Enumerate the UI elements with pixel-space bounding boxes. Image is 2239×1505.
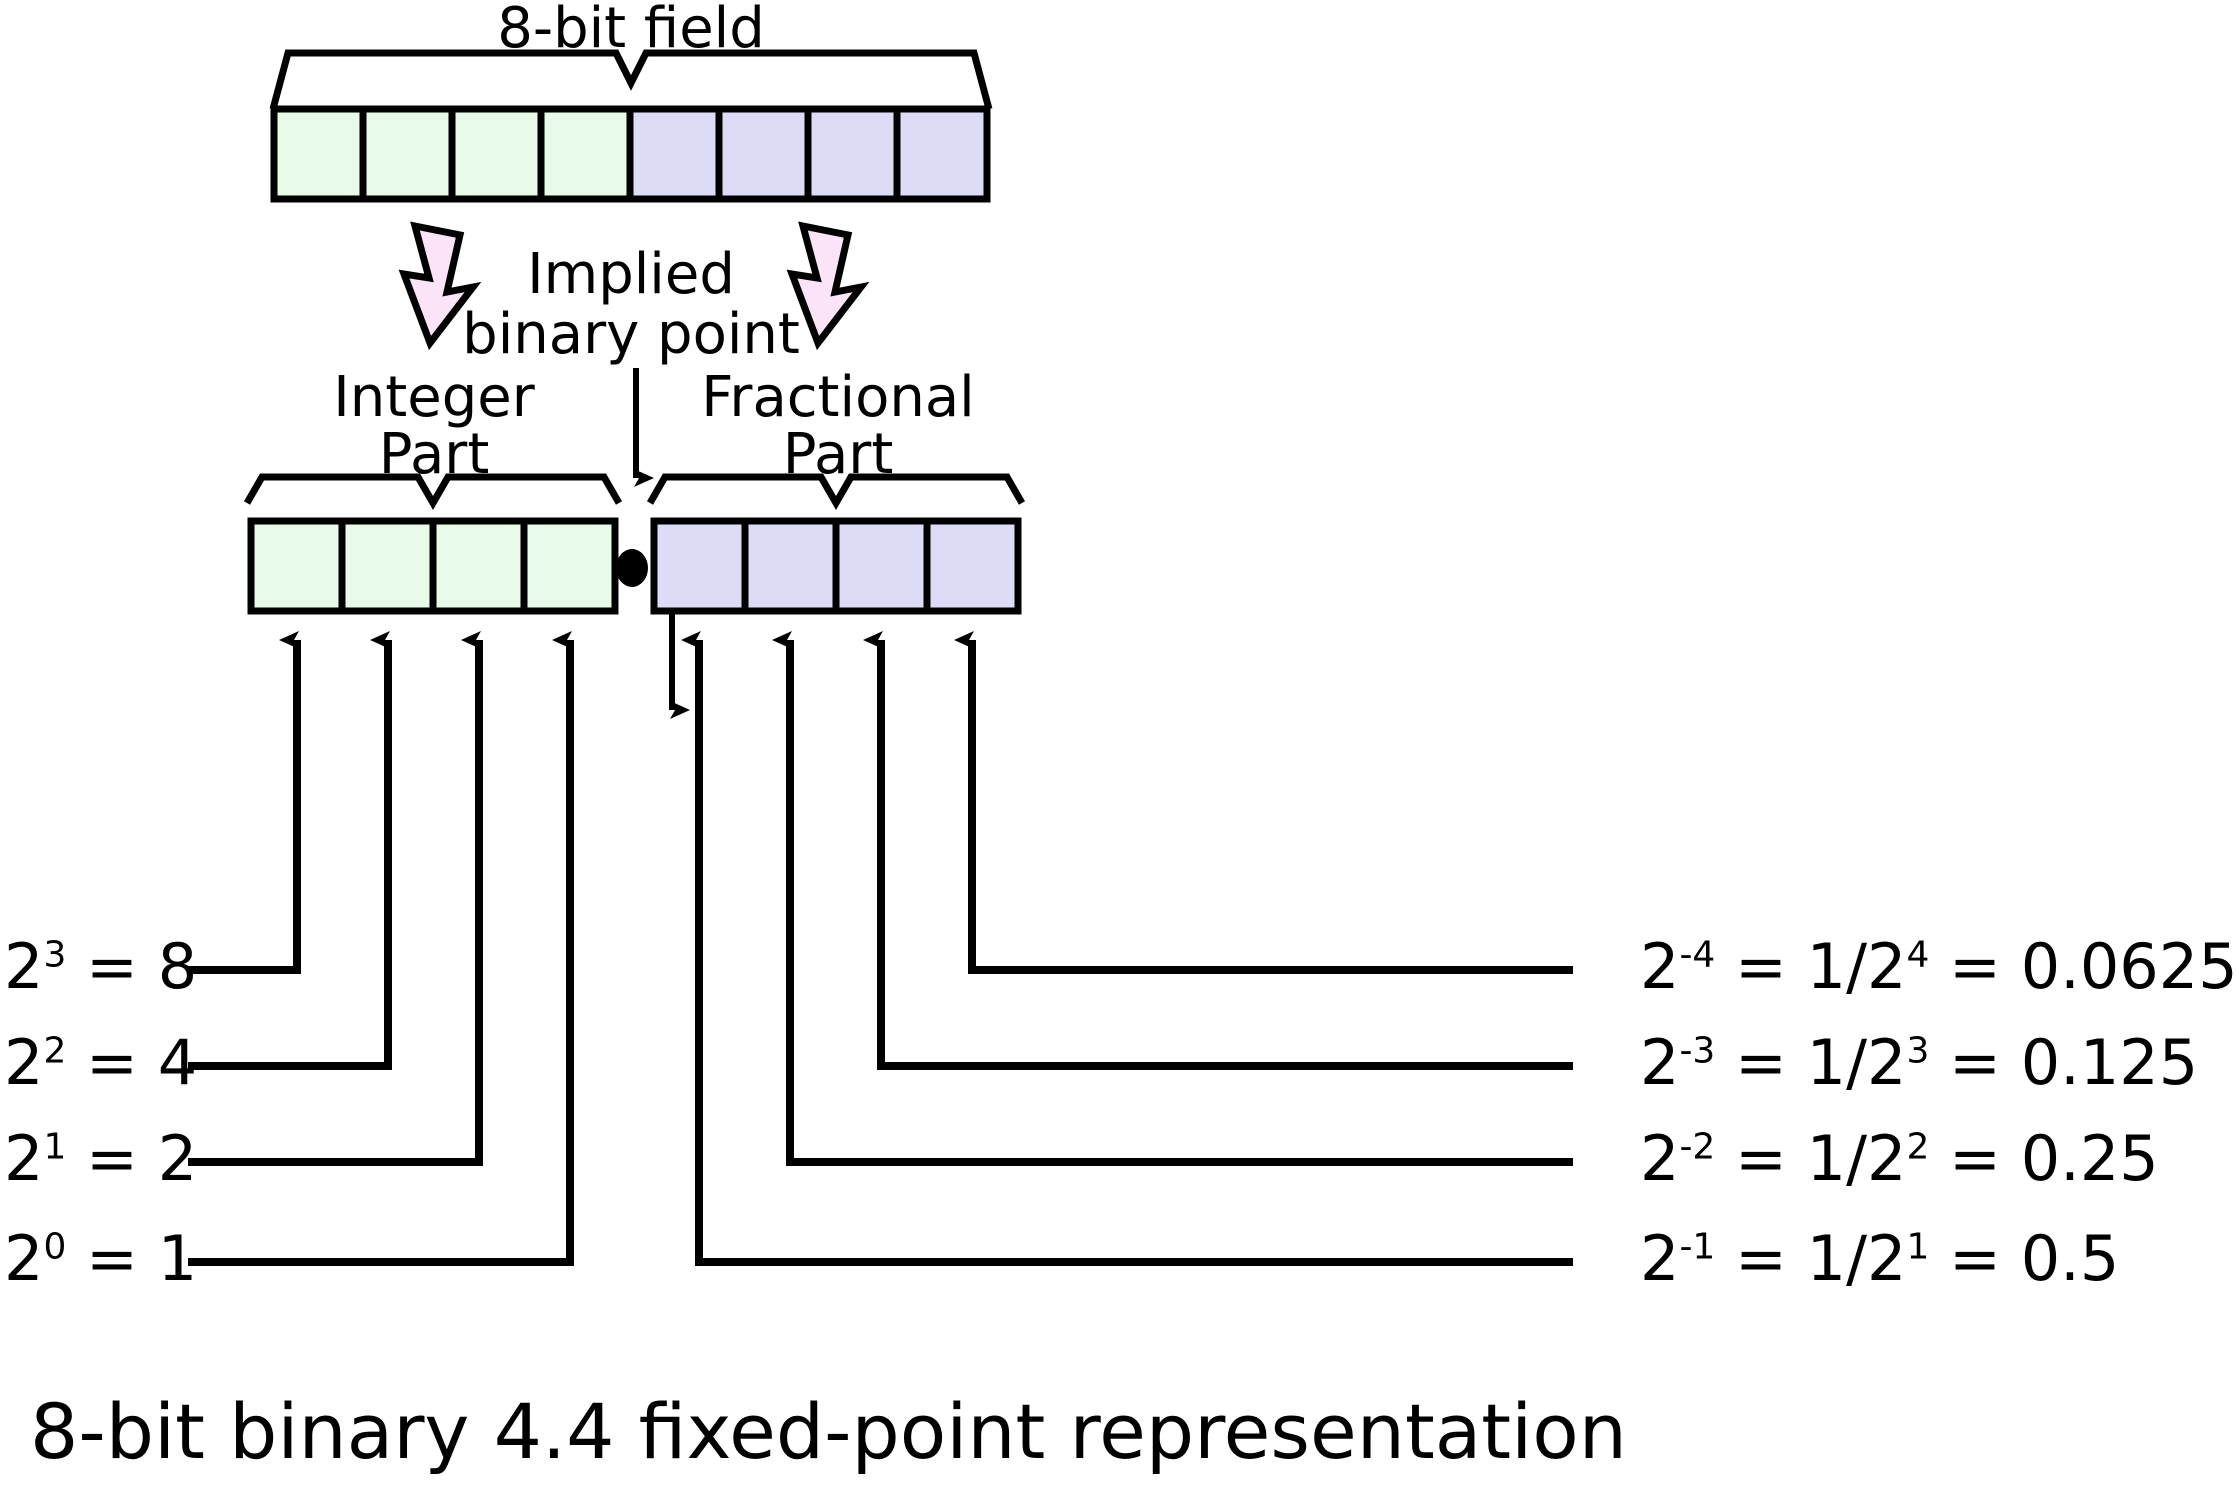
weight-frac-2-exp2: 2 [1906, 1126, 1930, 1168]
weight-frac-0-base: 2 [1640, 930, 1680, 1003]
split-arrow-left-icon [398, 221, 482, 351]
top-field-label: 8-bit field [497, 0, 765, 61]
top-cell-int-3 [270, 105, 367, 203]
split-arrow-right-icon [786, 221, 870, 351]
weight-frac-2-exp: -2 [1679, 1126, 1716, 1168]
integer-bit-field [247, 517, 619, 615]
connector-frac-2pow-2 [772, 631, 1573, 1166]
weight-int-3-base: 2 [4, 1222, 44, 1295]
integer-part-brace [243, 473, 623, 511]
weight-label-frac-3: 2-1 = 1/21 = 0.5 [1640, 1226, 2119, 1291]
implied-binary-point-label-line1: Implied [527, 242, 735, 307]
weight-int-0-base: 2 [4, 930, 44, 1003]
connector-int-2pow1 [188, 631, 483, 1166]
int-cell-bit1 [429, 517, 528, 615]
connector-frac-2pow-1 [681, 631, 1573, 1266]
weight-frac-1-exp: -3 [1679, 1030, 1716, 1072]
connector-frac-2pow-3 [863, 631, 1573, 1070]
weight-label-frac-1: 2-3 = 1/23 = 0.125 [1640, 1030, 2198, 1095]
top-cell-frac-1 [626, 105, 723, 203]
fractional-part-brace [646, 473, 1026, 511]
weight-label-frac-2: 2-2 = 1/22 = 0.25 [1640, 1126, 2159, 1191]
weight-label-frac-0: 2-4 = 1/24 = 0.0625 [1640, 934, 2238, 999]
weight-frac-2-mid: = 1/2 [1715, 1122, 1907, 1195]
weight-label-int-2: 21 = 2 [4, 1126, 197, 1191]
weight-frac-2-tail: = 0.25 [1929, 1122, 2159, 1195]
implied-binary-point-label-line2: binary point [462, 302, 800, 367]
weight-int-1-base: 2 [4, 1026, 44, 1099]
weight-frac-3-exp2: 1 [1906, 1226, 1930, 1268]
frac-cell-bit-1 [650, 517, 749, 615]
binary-point-dot [616, 549, 648, 587]
int-cell-bit3 [247, 517, 346, 615]
weight-int-2-rest: = 2 [66, 1122, 198, 1195]
fractional-part-label-line2: Part [782, 422, 894, 487]
weight-frac-1-mid: = 1/2 [1715, 1026, 1907, 1099]
top-cell-frac-4 [893, 105, 991, 203]
top-field-brace [269, 49, 993, 110]
connector-int-2pow2 [188, 631, 392, 1070]
int-cell-bit2 [338, 517, 437, 615]
weight-frac-0-exp: -4 [1679, 934, 1716, 976]
weight-int-3-exp: 0 [43, 1226, 67, 1268]
weight-frac-0-exp2: 4 [1906, 934, 1930, 976]
diagram-caption: 8-bit binary 4.4 fixed-point representat… [30, 1387, 1627, 1476]
weight-frac-3-base: 2 [1640, 1222, 1680, 1295]
weight-int-3-rest: = 1 [66, 1222, 198, 1295]
frac-cell-bit-3 [832, 517, 931, 615]
top-cell-int-2 [359, 105, 456, 203]
weight-int-1-exp: 2 [43, 1030, 67, 1072]
weight-frac-3-exp: -1 [1679, 1226, 1716, 1268]
weight-int-1-rest: = 4 [66, 1026, 198, 1099]
weight-frac-3-tail: = 0.5 [1929, 1222, 2120, 1295]
integer-part-label-line1: Integer [333, 365, 535, 430]
top-cell-int-1 [448, 105, 545, 203]
weight-frac-2-base: 2 [1640, 1122, 1680, 1195]
weight-label-int-1: 22 = 4 [4, 1030, 197, 1095]
connector-int-2pow0 [188, 631, 574, 1266]
frac-cell-bit-2 [741, 517, 840, 615]
top-cell-int-0 [537, 105, 634, 203]
top-bit-field [270, 105, 991, 203]
connector-frac-2pow-4 [954, 631, 1573, 974]
weight-frac-0-tail: = 0.0625 [1929, 930, 2238, 1003]
weight-int-0-exp: 3 [43, 934, 67, 976]
weight-int-2-exp: 1 [43, 1126, 67, 1168]
weight-frac-3-mid: = 1/2 [1715, 1222, 1907, 1295]
weight-frac-1-exp2: 3 [1906, 1030, 1930, 1072]
weight-frac-0-mid: = 1/2 [1715, 930, 1907, 1003]
weight-label-int-3: 20 = 1 [4, 1226, 197, 1291]
fractional-bit-field [650, 517, 1022, 615]
weight-frac-1-tail: = 0.125 [1929, 1026, 2199, 1099]
top-cell-frac-2 [715, 105, 812, 203]
int-cell-bit0 [520, 517, 619, 615]
fractional-part-label-line1: Fractional [701, 365, 975, 430]
frac-cell-bit-4 [923, 517, 1022, 615]
weight-frac-1-base: 2 [1640, 1026, 1680, 1099]
weight-int-0-rest: = 8 [66, 930, 198, 1003]
weight-label-int-0: 23 = 8 [4, 934, 197, 999]
weight-int-2-base: 2 [4, 1122, 44, 1195]
top-cell-frac-3 [804, 105, 901, 203]
integer-part-label-line2: Part [378, 422, 490, 487]
connector-int-2pow3 [188, 631, 301, 974]
